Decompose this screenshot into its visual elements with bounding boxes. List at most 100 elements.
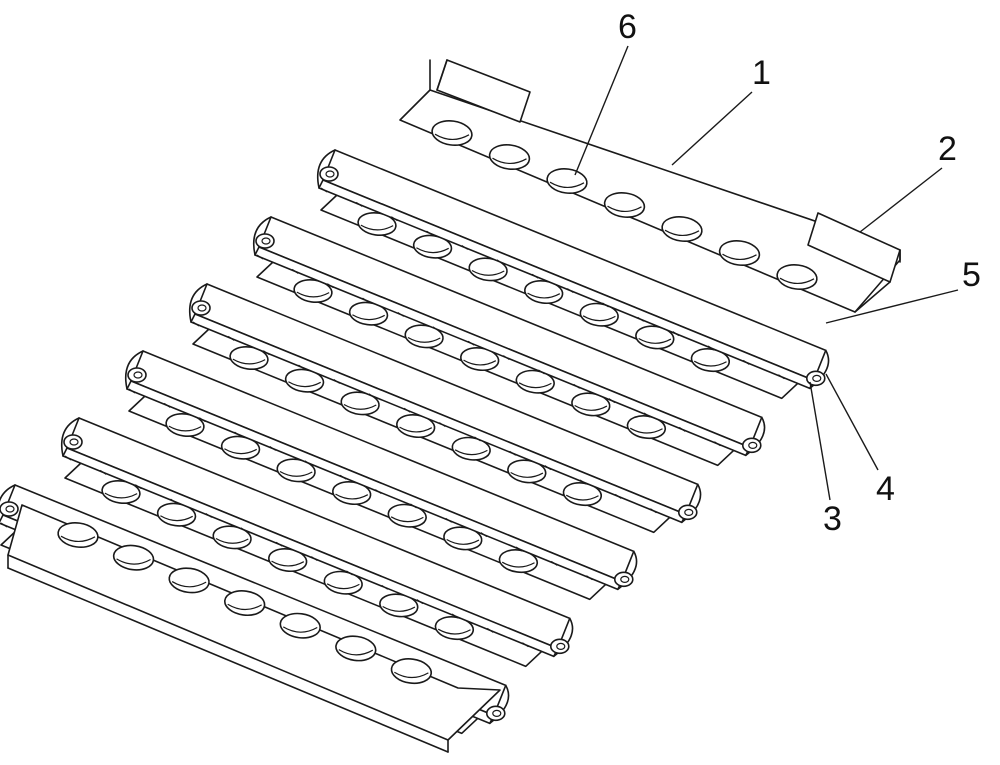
strip-1-hole-7-wall [693,360,727,367]
callouts: 6 1 2 5 4 3 [574,8,981,538]
bar-1-hatch-7 [531,273,539,279]
bar-4-pin-2 [613,571,634,588]
bar-3-pin-1 [191,300,211,316]
bar-4-end-left [124,350,144,390]
bar-5-end-left [60,417,80,457]
bar-4-hatch-6 [304,460,312,466]
bar-2-hatch-7 [467,340,475,346]
bar-5-hatch-4 [170,498,177,504]
bar-6-hatch-1 [0,522,8,528]
bottom-plate-hole-4-wall [227,603,262,611]
top-plate-hole-3-wall [549,181,585,189]
leader-1 [671,91,753,166]
strip-2-hole-3-wall [407,336,441,343]
bottom-plate-hole-3 [168,567,210,594]
bar-4-pin-2-core [620,575,630,583]
bar-3-hatch-5 [333,378,341,384]
bar-3-hatch-3 [263,350,270,356]
strip-1-hole-6-wall [638,337,672,344]
bar-5-hatch-14 [522,642,529,648]
strip-2-hole-6-wall [574,404,608,411]
bottom-plate-hole-1-wall [60,535,96,543]
bar-4-pin-1-core [133,371,143,379]
strip-4-hole-4-wall [335,493,369,500]
slat-assembly [0,59,901,753]
bar-5-hatch-6 [240,527,248,533]
bar-5-hatch-13 [486,627,494,633]
bar-5-hatch-7 [275,541,283,547]
bottom-plate-hole-2 [112,544,155,571]
bar-2-hatch-13 [678,426,686,432]
bar-2-hatch-14 [714,441,721,447]
bar-4-hatch-10 [445,517,452,523]
strip-4-hole-5-wall [390,516,424,523]
bar-1-hatch-4 [426,230,433,236]
bar-2-hatch-9 [538,369,545,375]
strip-3-hole-6-wall [510,471,544,478]
top-plate-hole-7-wall [779,277,815,285]
bar-5-pin-2 [549,638,570,655]
bar-3-hatch-9 [474,436,481,442]
strip-4-hole-2-wall [224,448,257,455]
bar-4-hatch-13 [550,560,558,566]
bar-4-hatch-1 [128,388,136,394]
bottom-plate-hole-6-wall [338,649,374,656]
bar-1-pin-1-core [325,170,335,178]
bar-5-pin-1-core [69,438,79,446]
bar-4-pin-1 [127,367,147,383]
strip-3-hole-2-wall [288,381,321,388]
bar-3-end-left [188,283,208,323]
bar-1-hatch-6 [496,259,504,265]
bar-1-hatch-8 [567,288,574,294]
bar-4-hatch-14 [586,575,593,581]
bar-5-pin-2-core [556,642,566,650]
bar-4-hatch-4 [234,431,241,437]
bar-3-pin-2 [677,504,698,521]
bar-4-hatch-3 [199,417,206,423]
bar-2-hatch-10 [573,383,580,389]
leader-4 [825,373,879,471]
bar-5-hatch-12 [451,613,459,619]
bar-5-hatch-10 [381,584,388,590]
bar-2-hatch-11 [608,398,616,404]
bar-5-hatch-1 [64,455,72,461]
bar-2-hatch-6 [432,326,440,332]
bar-1-hatch-14 [778,374,785,380]
strip-1-hole-2-wall [416,247,449,254]
strip-4-hole-3-wall [279,470,313,477]
bar-5-pin-1 [63,434,83,450]
bar-1-hatch-10 [637,316,644,322]
bar-1-pin-2 [805,370,826,387]
bar-2-pin-1 [255,233,275,249]
strip-5-hole-2-wall [160,515,193,522]
bar-2-hatch-3 [327,283,334,289]
strip-3-hole-3-wall [343,403,377,410]
bar-6-pin-2 [485,705,506,722]
top-plate-hole-5-wall [664,229,700,237]
bottom-plate-hole-4 [223,590,266,617]
bar-1-hatch-11 [672,331,680,337]
bar-5-hatch-5 [205,512,213,518]
bottom-plate-hole-5-wall [282,626,318,633]
top-plate-hole-6 [718,240,761,266]
strip-2-hole-5-wall [518,382,552,389]
strip-3-hole-5-wall [454,449,488,456]
bar-5-hatch-2 [99,469,107,475]
callout-6-label: 6 [618,8,637,46]
bottom-plate-hole-2-wall [116,558,151,565]
bar-3-pin-1-core [197,304,207,312]
strip-3-hole-4-wall [399,426,433,433]
bar-5-hatch-3 [135,484,142,490]
bar-4-hatch-9 [410,503,417,509]
strip-4-hole-1-wall [168,425,202,432]
strip-4-hole-6-wall [446,538,480,545]
strip-5-hole-5-wall [326,583,360,590]
strip-3-hole-1-wall [232,358,266,365]
top-plate-hole-4 [603,192,646,218]
bar-3-hatch-2 [227,335,235,341]
bar-2-hatch-12 [643,412,651,418]
bar-3-hatch-14 [650,508,657,514]
strip-5-hole-3-wall [215,537,249,544]
bar-3-hatch-11 [544,465,552,471]
